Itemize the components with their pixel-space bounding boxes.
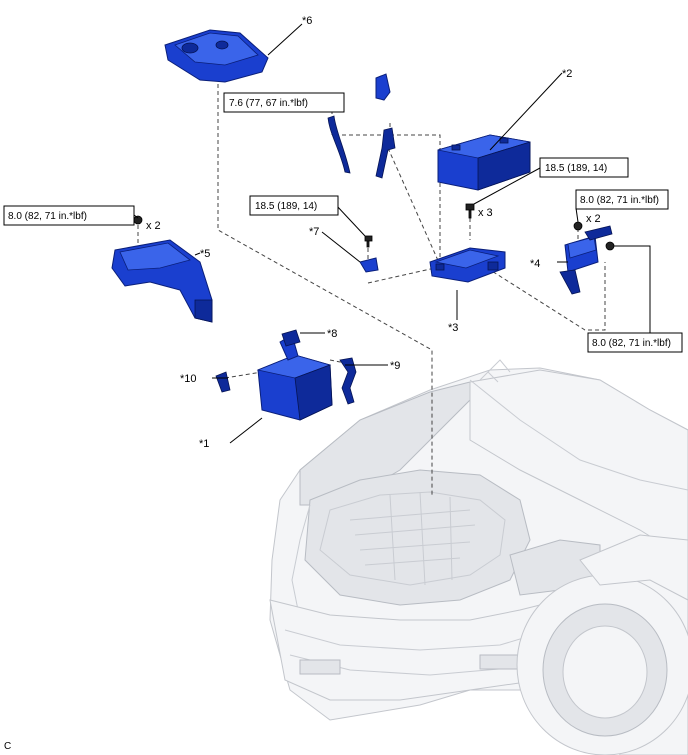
callout-10: *10	[180, 373, 197, 385]
torque-box-18-5-left: 18.5 (189, 14)	[249, 195, 339, 216]
battery-bolt	[465, 203, 475, 219]
callout-8: *8	[327, 328, 337, 340]
torque-box-7-6: 7.6 (77, 67 in.*lbf)	[223, 92, 345, 113]
quantity-battery: x 3	[478, 207, 493, 219]
torque-text-7-6: 7.6 (77, 67 in.*lbf)	[229, 98, 308, 109]
torque-text-8-0-left: 8.0 (82, 71 in.*lbf)	[8, 211, 87, 222]
torque-box-8-0-right-bottom: 8.0 (82, 71 in.*lbf)	[587, 332, 683, 353]
torque-text-18-5-left: 18.5 (189, 14)	[255, 201, 317, 212]
callout-2: *2	[562, 68, 572, 80]
torque-box-8-0-left: 8.0 (82, 71 in.*lbf)	[3, 205, 135, 226]
callout-1: *1	[199, 438, 209, 450]
quantity-right: x 2	[586, 213, 601, 225]
callout-3: *3	[448, 322, 458, 334]
quantity-left: x 2	[146, 220, 161, 232]
wire-part-9	[339, 357, 357, 405]
torque-text-8-0-right-bottom: 8.0 (82, 71 in.*lbf)	[592, 338, 671, 349]
callout-6: *6	[302, 15, 312, 27]
torque-text-18-5-top: 18.5 (189, 14)	[545, 163, 607, 174]
callout-9: *9	[390, 360, 400, 372]
battery-part-2	[437, 134, 531, 191]
callout-7: *7	[309, 226, 319, 238]
wire-part-10	[215, 371, 231, 393]
air-cleaner-part-1	[256, 334, 333, 421]
torque-box-18-5-top: 18.5 (189, 14)	[539, 157, 629, 178]
small-bracket-top	[375, 73, 391, 101]
figure-code: C	[4, 741, 11, 752]
vehicle-front-illustration	[269, 359, 688, 755]
hose-part-8	[281, 329, 301, 347]
callout-4: *4	[530, 258, 540, 270]
battery-tray-part-3	[429, 247, 506, 283]
torque-text-8-0-right-top: 8.0 (82, 71 in.*lbf)	[580, 195, 659, 206]
air-duct-part-5	[111, 215, 213, 323]
engine-cover-part-6	[164, 29, 269, 83]
ecu-part-4	[559, 221, 615, 295]
bracket-part-7	[359, 235, 379, 273]
torque-box-8-0-right-top: 8.0 (82, 71 in.*lbf)	[575, 189, 669, 210]
callout-5: *5	[200, 248, 210, 260]
leader-lines	[133, 23, 651, 444]
